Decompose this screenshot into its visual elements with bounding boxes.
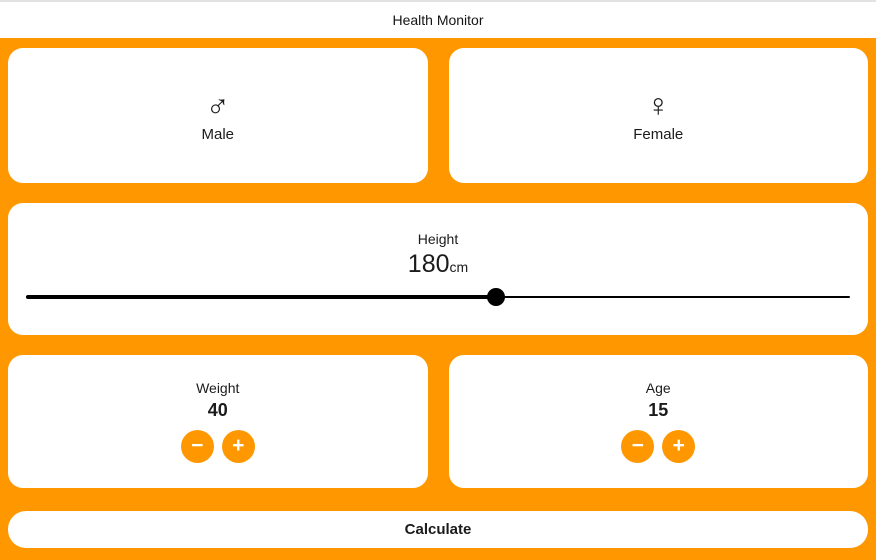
female-icon: ♀ xyxy=(646,86,671,123)
weight-value: 40 xyxy=(207,400,228,420)
page-title: Health Monitor xyxy=(392,12,484,28)
height-label: Height xyxy=(417,231,459,248)
slider-thumb-handle[interactable] xyxy=(486,287,505,306)
weight-label: Weight xyxy=(196,380,240,396)
male-label: Male xyxy=(201,125,234,143)
minus-icon: − xyxy=(191,434,204,457)
slider-track-active[interactable] xyxy=(26,294,496,300)
female-label: Female xyxy=(633,125,684,143)
weight-increment-button[interactable]: + xyxy=(221,430,255,463)
weight-buttons: − + xyxy=(180,430,255,463)
age-value: 15 xyxy=(648,400,669,420)
age-label: Age xyxy=(645,380,671,396)
age-card: Age 15 − + xyxy=(448,355,868,488)
height-number: 180 xyxy=(407,250,450,279)
weight-card: Weight 40 − + xyxy=(8,355,428,488)
plus-icon: + xyxy=(232,434,245,457)
stepper-row: Weight 40 − + Age 15 − + xyxy=(8,355,868,488)
gender-row: ♂ Male ♀ Female xyxy=(8,48,868,183)
age-decrement-button[interactable]: − xyxy=(621,430,655,463)
slider-track-container xyxy=(26,287,850,307)
main-content: ♂ Male ♀ Female Height 180cm Weight 40 xyxy=(0,48,876,548)
plus-icon: + xyxy=(672,434,685,457)
age-buttons: − + xyxy=(621,430,696,463)
male-card[interactable]: ♂ Male xyxy=(8,48,428,183)
male-icon: ♂ xyxy=(205,86,230,123)
calculate-button[interactable]: Calculate xyxy=(8,511,868,548)
minus-icon: − xyxy=(631,434,644,457)
height-unit: cm xyxy=(449,259,469,276)
weight-decrement-button[interactable]: − xyxy=(180,430,214,463)
age-increment-button[interactable]: + xyxy=(662,430,696,463)
female-card[interactable]: ♀ Female xyxy=(448,48,868,183)
app-bar: Health Monitor xyxy=(0,0,876,38)
height-card: Height 180cm xyxy=(8,203,868,335)
height-value: 180cm xyxy=(408,250,468,279)
height-slider[interactable] xyxy=(8,287,868,307)
